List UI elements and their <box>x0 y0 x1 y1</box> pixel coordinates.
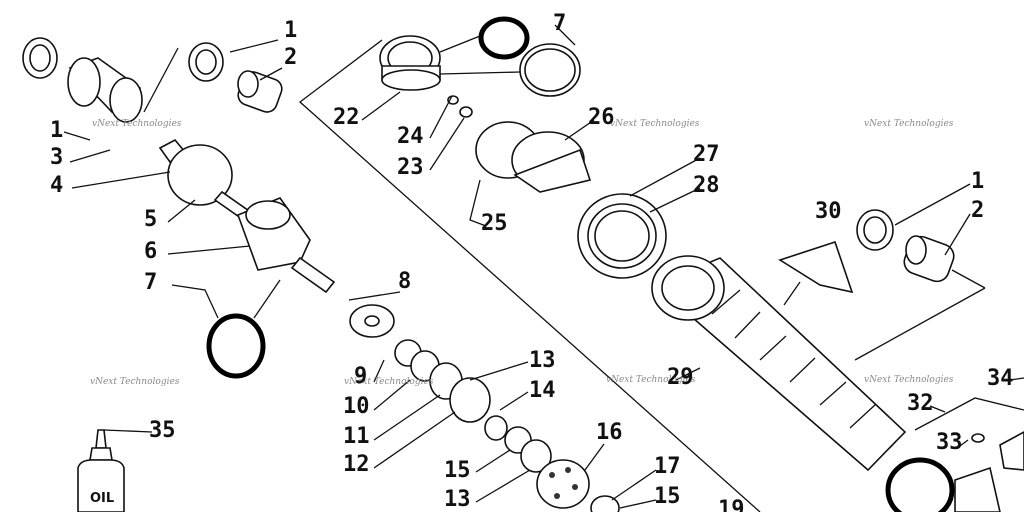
part-oil-bottle-35: OIL <box>77 429 125 512</box>
part-clip-30 <box>778 240 854 294</box>
part-cap-22 <box>379 35 441 91</box>
callout-number: 15 <box>444 458 471 483</box>
part-spring-29 <box>651 255 907 472</box>
oil-bottle-label: OIL <box>90 491 114 506</box>
callout-number: 23 <box>397 155 424 180</box>
callout-number: 7 <box>553 11 566 36</box>
callout-number: 2 <box>284 45 297 70</box>
part-washer-8 <box>349 304 395 338</box>
bracket-32 <box>914 397 1024 431</box>
watermark: vNext Technologies <box>864 375 954 385</box>
callout-number: 4 <box>50 173 63 198</box>
part-sleeve-3 <box>67 57 143 123</box>
callout-number: 1 <box>971 169 984 194</box>
part-fitting-34 <box>999 431 1024 471</box>
callout-number: 13 <box>444 487 471 512</box>
callout-number: 33 <box>936 430 963 455</box>
callout-number: 7 <box>144 270 157 295</box>
part-spanner-nut-27-28 <box>577 193 667 279</box>
part-bushing-1-left <box>22 37 58 79</box>
watermark: vNext Technologies <box>92 119 182 129</box>
callout-number: 26 <box>588 105 615 130</box>
part-o-ring-bottom-right <box>885 457 955 512</box>
part-o-ring-7-left <box>206 313 266 379</box>
part-piston-16 <box>536 459 590 509</box>
watermark: vNext Technologies <box>606 375 696 385</box>
callout-number: 1 <box>50 118 63 143</box>
callout-number: 1 <box>284 18 297 43</box>
callout-number: 28 <box>693 173 720 198</box>
part-washer-17 <box>590 495 620 512</box>
callout-number: 27 <box>693 142 720 167</box>
part-ring-top <box>519 43 581 97</box>
part-o-ring-7-top <box>478 16 530 60</box>
part-sleeve-2-upper <box>237 70 283 113</box>
part-reservoir-body <box>954 466 1001 512</box>
assembly-bracket-line <box>298 39 761 512</box>
part-shim-stack <box>394 339 552 473</box>
part-shock-body-6 <box>236 197 336 294</box>
callout-number: 32 <box>907 391 934 416</box>
watermark: vNext Technologies <box>610 119 700 129</box>
callout-number: 35 <box>149 418 176 443</box>
callout-number: 9 <box>354 364 367 389</box>
part-bushing-1-right <box>856 209 894 251</box>
callout-number: 11 <box>343 424 370 449</box>
callout-number: 29 <box>667 365 694 390</box>
assembly-bracket-line-right <box>854 287 986 361</box>
part-o-ring-33 <box>971 433 985 443</box>
watermark: vNext Technologies <box>90 377 180 387</box>
callout-number: 13 <box>529 348 556 373</box>
watermark: vNext Technologies <box>864 119 954 129</box>
callout-number: 5 <box>144 207 157 232</box>
callout-number: 2 <box>971 198 984 223</box>
callout-number: 12 <box>343 452 370 477</box>
part-seals-25-26 <box>475 121 592 193</box>
callout-number: 22 <box>333 105 360 130</box>
part-sleeve-2-right <box>903 235 955 283</box>
callout-number: 16 <box>596 420 623 445</box>
callout-number: 34 <box>987 366 1014 391</box>
callout-number: 19 <box>718 497 745 512</box>
callout-number: 30 <box>815 199 842 224</box>
leader-lines <box>63 24 1024 509</box>
callout-number: 14 <box>529 378 556 403</box>
callout-labels: 1 2 1 3 4 5 6 7 7 22 24 23 26 27 28 25 3… <box>50 11 1014 512</box>
part-valve-23 <box>459 106 473 118</box>
callout-number: 3 <box>50 145 63 170</box>
callout-number: 6 <box>144 239 157 264</box>
part-bushing-1-upper <box>188 42 224 82</box>
callout-number: 8 <box>398 269 411 294</box>
watermarks: vNext Technologies vNext Technologies vN… <box>90 119 954 387</box>
watermark: vNext Technologies <box>344 377 434 387</box>
callout-number: 25 <box>481 211 508 236</box>
callout-number: 10 <box>343 394 370 419</box>
callout-number: 24 <box>397 124 424 149</box>
callout-number: 15 <box>654 484 681 509</box>
callout-number: 17 <box>654 454 681 479</box>
